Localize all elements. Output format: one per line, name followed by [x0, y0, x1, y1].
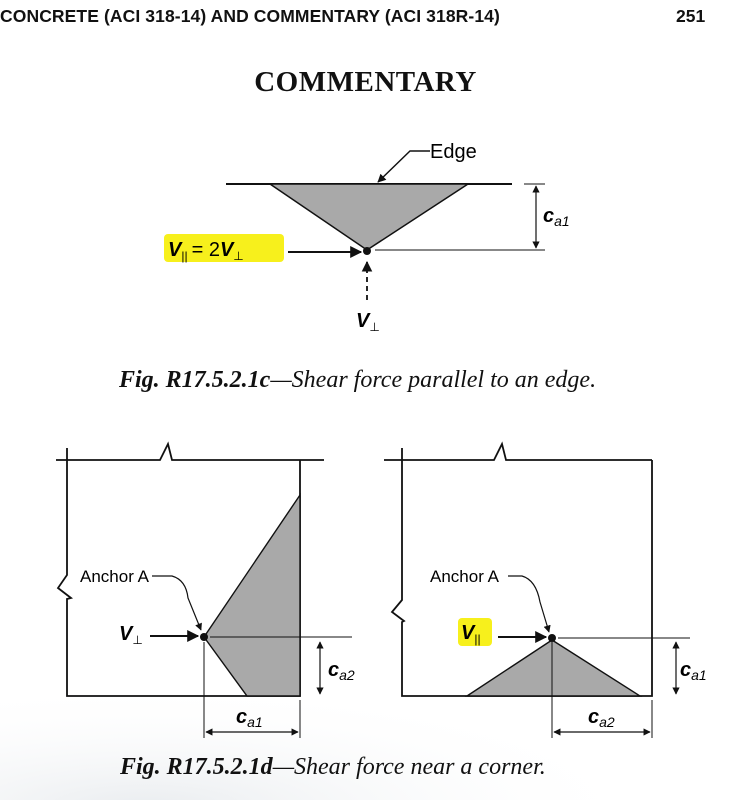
figure-caption-text: —Shear force parallel to an edge.: [270, 367, 597, 393]
dim-ca1-label-right: ca1: [680, 659, 707, 683]
figure-number: Fig. R17.5.2.1c: [119, 367, 271, 393]
figure-caption-text: —Shear force near a corner.: [272, 754, 546, 780]
dim-ca1-label-left: ca1: [236, 706, 263, 730]
force-label-perpendicular: V⊥: [356, 310, 380, 334]
anchor-label-left: Anchor A: [80, 567, 150, 586]
section-heading: COMMENTARY: [254, 66, 477, 98]
page-number: 251: [676, 6, 706, 26]
breakout-area-right: [464, 639, 643, 697]
anchor-a-left: [200, 633, 208, 641]
edge-leader: [377, 150, 430, 183]
force-label-left: V⊥: [119, 623, 143, 647]
corner-diagram-left: ca2 ca1 Anchor A V⊥: [56, 441, 355, 738]
running-header: CONCRETE (ACI 318-14) AND COMMENTARY (AC…: [0, 6, 731, 32]
anchor-point: [363, 247, 371, 255]
force-label-right: V||: [461, 622, 481, 646]
edge-label: Edge: [430, 141, 477, 163]
anchor-label-right: Anchor A: [430, 567, 500, 586]
highlight-v-parallel-corner: [458, 618, 492, 646]
anchor-a-right: [548, 634, 556, 642]
figure-caption-d: Fig. R17.5.2.1d—Shear force near a corne…: [120, 754, 546, 781]
figure-caption-c: Fig. R17.5.2.1c—Shear force parallel to …: [119, 367, 596, 394]
dim-ca1-label: ca1: [543, 205, 570, 229]
breakout-cone: [267, 183, 471, 251]
breakout-area-left: [203, 492, 301, 697]
running-title: CONCRETE (ACI 318-14) AND COMMENTARY (AC…: [0, 6, 500, 26]
slab-boundary-right: [384, 441, 653, 697]
force-label-parallel: V||= 2V⊥: [168, 239, 244, 263]
figure-number: Fig. R17.5.2.1d: [120, 754, 273, 780]
figure-shear-near-corner: ca2 ca1 Anchor A V⊥ ca1 ca2 Anchor A: [56, 441, 707, 738]
dim-ca2-label-right: ca2: [588, 706, 615, 730]
highlight-v-parallel: [164, 234, 284, 262]
figure-shear-parallel-edge: Edge ca1 V||= 2V⊥ V⊥: [164, 141, 570, 334]
corner-diagram-right: ca1 ca2 Anchor A V||: [384, 441, 707, 738]
dim-ca2-label-left: ca2: [328, 659, 355, 683]
